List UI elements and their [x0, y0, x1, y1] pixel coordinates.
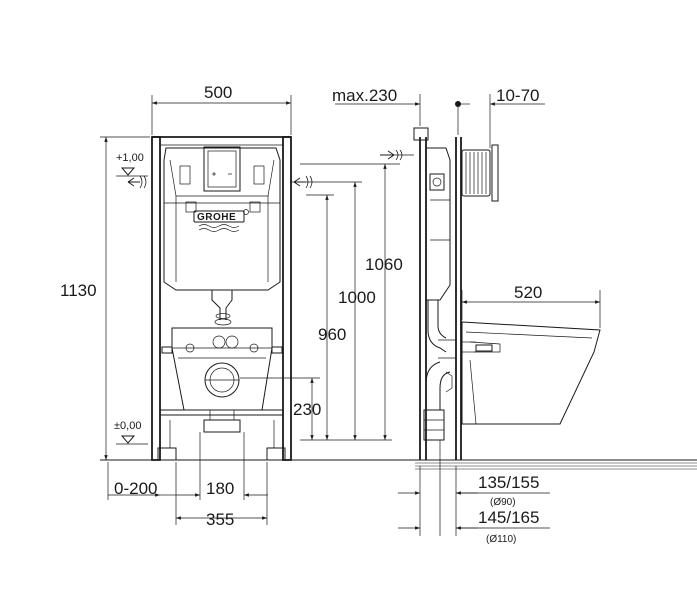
dim-diameter-110: (Ø110)	[486, 534, 516, 545]
wall-hung-bowl	[461, 321, 601, 425]
dim-height-1060: 1060	[365, 255, 403, 274]
frame	[151, 136, 292, 461]
level-top: +1,00	[116, 152, 144, 164]
dim-10-70: 10-70	[496, 86, 539, 105]
dim-width-500: 500	[204, 83, 232, 102]
water-supply-icons	[127, 175, 324, 189]
dim-spacing-355: 355	[206, 510, 234, 529]
brand-logo: GROHE	[197, 212, 236, 223]
level-floor: ±0,00	[114, 420, 141, 432]
floor-lines	[100, 459, 697, 470]
bowl-bracket	[161, 327, 283, 433]
actuator-plate	[461, 144, 499, 202]
dim-spacing-180: 180	[206, 479, 234, 498]
dim-offset-135-155: 135/155	[478, 473, 539, 492]
dim-projection-520: 520	[514, 283, 542, 302]
dim-height-1000: 1000	[338, 288, 376, 307]
dim-height-230: 230	[293, 400, 321, 419]
front-view: GROHE	[60, 83, 403, 529]
dim-diameter-90: (Ø90)	[490, 497, 516, 508]
dim-offset-0-200: 0-200	[114, 479, 157, 498]
side-view: max.230 10-70 520 135/155 (Ø90) 145/165 …	[332, 86, 601, 545]
cistern: GROHE	[163, 146, 281, 326]
dim-height-960: 960	[318, 325, 346, 344]
dim-max-230: max.230	[332, 86, 397, 105]
dim-height-1130: 1130	[60, 281, 97, 300]
side-water-inlet-icon	[380, 149, 414, 161]
side-frame	[413, 127, 462, 460]
dim-offset-145-165: 145/165	[478, 508, 539, 527]
